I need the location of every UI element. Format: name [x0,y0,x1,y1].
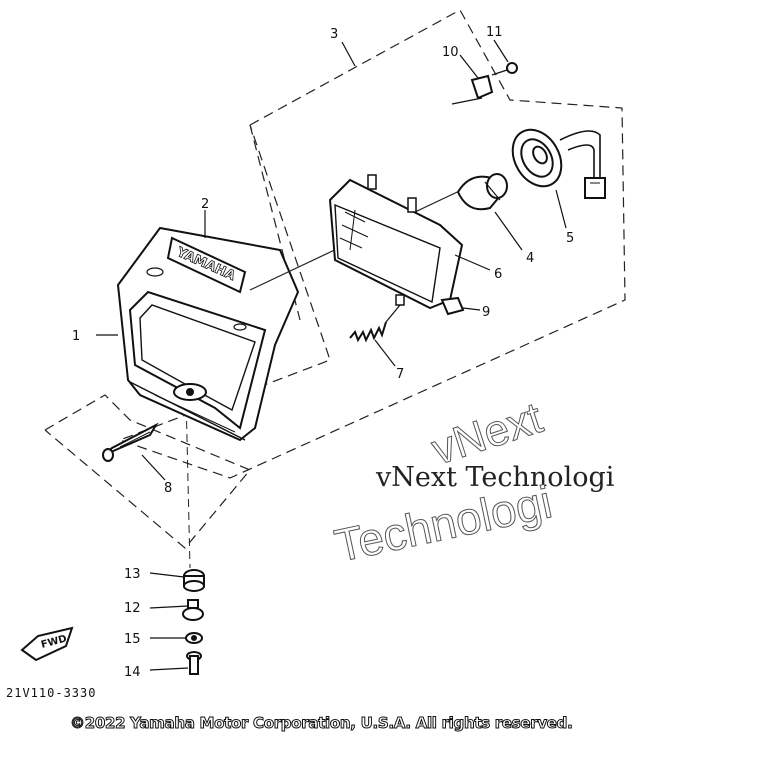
part-code: 21V110-3330 [6,686,97,700]
callout-5: 5 [566,231,574,246]
washer-15 [185,632,203,644]
callout-13: 13 [124,567,141,582]
callout-numbers: 1 2 3 4 5 6 7 8 9 10 11 12 13 14 15 [72,25,574,680]
fwd-arrow-icon: FWD [20,626,74,662]
bulb [456,173,508,211]
headlight-unit [328,174,464,310]
callout-7: 7 [396,367,404,382]
callout-8: 8 [164,481,172,496]
collar-12 [182,599,204,621]
grommet-13 [183,569,205,592]
callout-14: 14 [124,665,141,680]
bolt-14 [186,651,202,675]
callout-9: 9 [482,305,490,320]
callout-3: 3 [330,27,338,42]
callout-4: 4 [526,251,534,266]
adjusting-spring [349,304,401,343]
copyright-notice: ©2022 Yamaha Motor Corporation, U.S.A. A… [70,714,574,733]
fastener-centerline [185,394,191,569]
nut-9 [440,296,465,316]
screw-11 [491,62,518,76]
lower-boundary [44,394,251,549]
callout-1: 1 [72,329,80,344]
callout-12: 12 [124,601,141,616]
leader-lines [96,39,567,671]
headlight-cover [116,226,300,442]
callout-11: 11 [486,25,503,40]
callout-10: 10 [442,45,459,60]
watermark-serif-line: vNext Technologi [376,462,615,493]
bolt-8 [102,422,159,462]
callout-15: 15 [124,632,141,647]
callout-6: 6 [494,267,502,282]
callout-2: 2 [201,197,209,212]
socket [511,128,606,199]
holder-10 [451,74,494,105]
